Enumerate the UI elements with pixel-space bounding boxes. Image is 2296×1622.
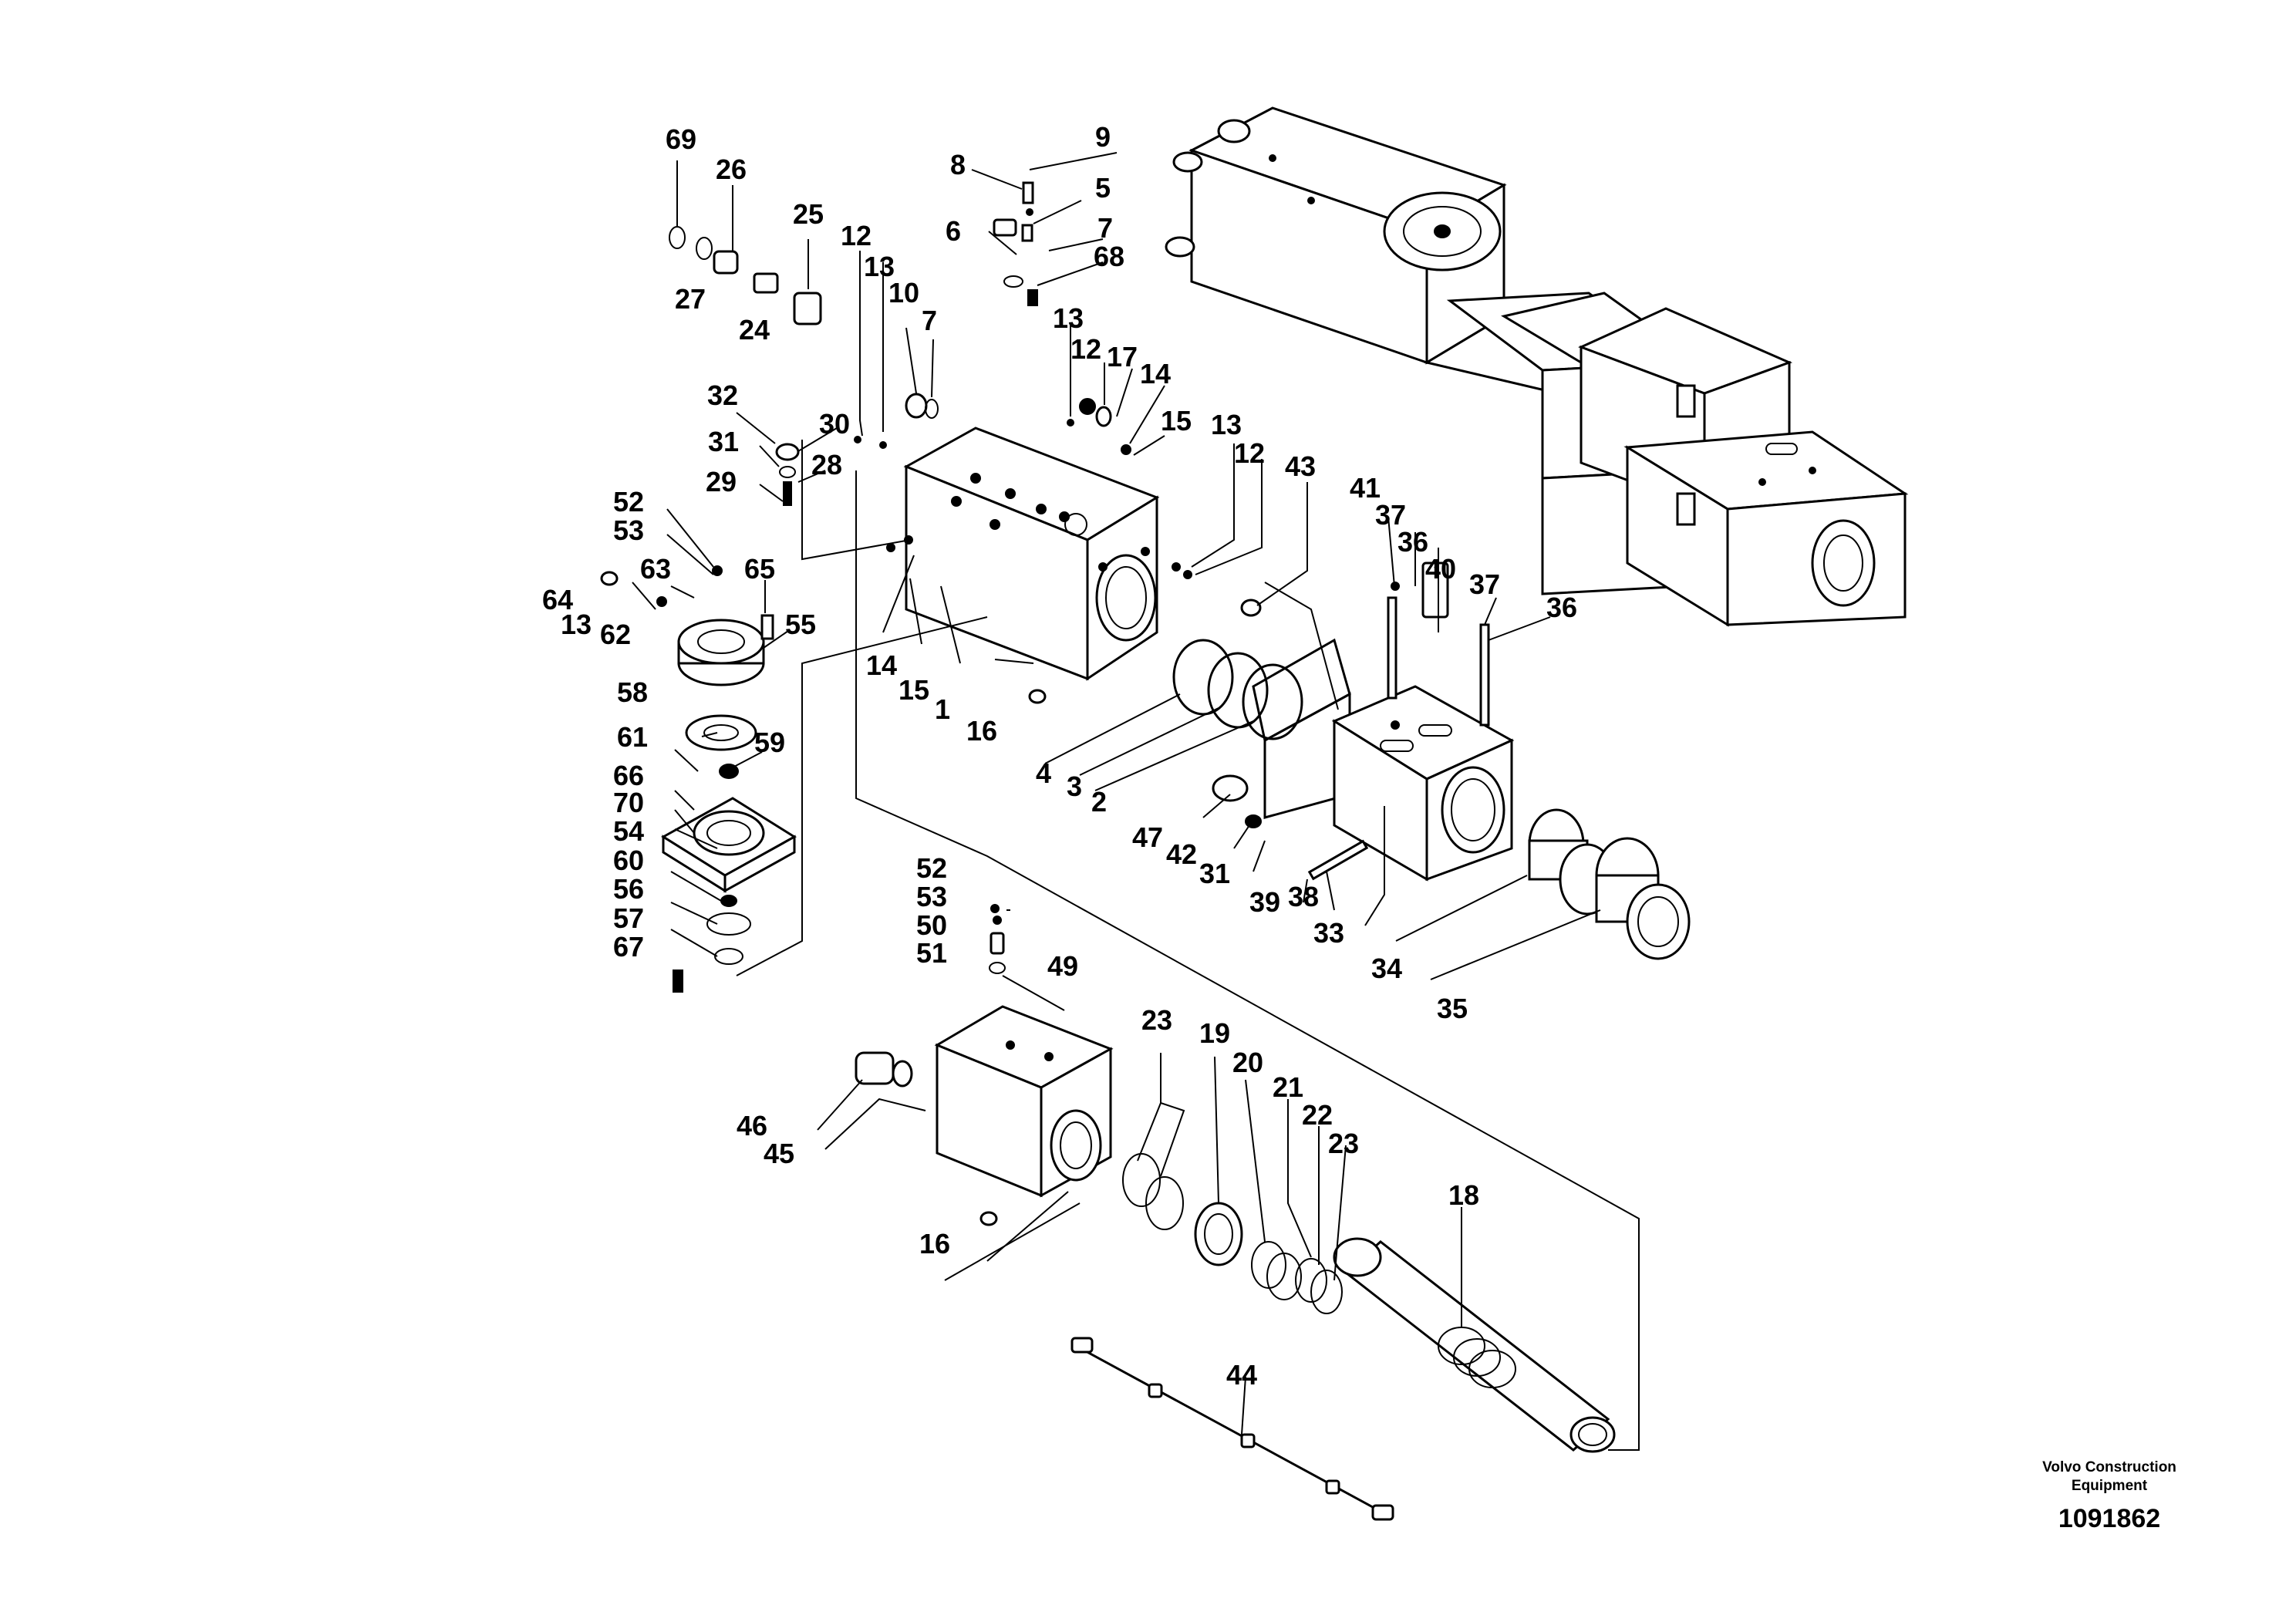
- part-label-7: 7: [922, 305, 937, 336]
- part-label-53b: 53: [916, 881, 947, 912]
- part-label-16: 16: [966, 715, 997, 747]
- part-label-23b: 23: [1328, 1128, 1359, 1159]
- part-label-63: 63: [640, 553, 671, 585]
- part-label-15: 15: [1161, 405, 1192, 437]
- part-label-4: 4: [1036, 757, 1051, 789]
- part-label-27: 27: [675, 283, 706, 315]
- part-label-25: 25: [793, 198, 824, 230]
- part-label-49: 49: [1047, 950, 1078, 982]
- part-label-42: 42: [1166, 838, 1197, 870]
- part-label-18: 18: [1448, 1179, 1479, 1211]
- part-label-16b: 16: [919, 1228, 950, 1259]
- part-label-54: 54: [613, 815, 644, 847]
- part-label-32: 32: [707, 379, 738, 411]
- part-label-26: 26: [716, 153, 747, 185]
- part-label-50: 50: [916, 909, 947, 941]
- part-label-1: 1: [935, 693, 950, 725]
- bushings-drawing: [1528, 808, 1691, 960]
- part-label-70: 70: [613, 787, 644, 818]
- part-label-38: 38: [1288, 881, 1319, 912]
- part-label-28: 28: [811, 449, 842, 481]
- part-label-14b: 14: [866, 649, 897, 681]
- part-label-60: 60: [613, 845, 644, 876]
- part-label-52b: 52: [916, 852, 947, 884]
- part-label-35: 35: [1437, 993, 1468, 1024]
- part-label-39: 39: [1249, 886, 1280, 918]
- part-label-22: 22: [1302, 1099, 1333, 1131]
- part-label-40: 40: [1425, 553, 1456, 585]
- part-label-31: 31: [708, 426, 739, 457]
- assembled-breaker-drawing: [1165, 106, 1909, 627]
- part-label-10: 10: [888, 277, 919, 309]
- part-label-12: 12: [841, 220, 872, 251]
- part-label-13b: 13: [1053, 302, 1084, 334]
- valve-body-drawing: [903, 427, 1160, 681]
- part-label-61: 61: [617, 721, 648, 753]
- part-label-36b: 36: [1546, 592, 1577, 623]
- part-label-34: 34: [1371, 953, 1402, 984]
- part-label-29: 29: [706, 466, 737, 497]
- part-label-36: 36: [1397, 526, 1428, 558]
- part-label-13d: 13: [561, 609, 592, 640]
- part-label-19: 19: [1199, 1017, 1230, 1049]
- part-label-43: 43: [1285, 450, 1316, 482]
- part-label-37b: 37: [1469, 568, 1500, 600]
- part-label-44: 44: [1226, 1359, 1257, 1391]
- lower-body-drawing: [855, 1005, 1114, 1198]
- part-label-53: 53: [613, 514, 644, 546]
- cover-assembly-drawing: [600, 565, 797, 993]
- small-parts-drawing: [669, 181, 1490, 1226]
- piston-and-seals-drawing: [1122, 1153, 1616, 1453]
- part-label-47: 47: [1132, 821, 1163, 853]
- part-label-6: 6: [946, 215, 961, 247]
- part-label-20: 20: [1232, 1047, 1263, 1078]
- part-label-51: 51: [916, 937, 947, 969]
- part-label-45: 45: [764, 1138, 794, 1169]
- drawing-number: 1091862: [2058, 1504, 2161, 1533]
- part-label-41: 41: [1350, 472, 1381, 504]
- part-label-65: 65: [744, 553, 775, 585]
- part-label-17: 17: [1107, 341, 1138, 373]
- part-label-33: 33: [1313, 917, 1344, 949]
- part-label-12c: 12: [1234, 437, 1265, 469]
- part-label-21: 21: [1273, 1071, 1303, 1103]
- part-label-64: 64: [542, 584, 573, 615]
- part-label-59: 59: [754, 727, 785, 758]
- part-label-56: 56: [613, 873, 644, 905]
- part-label-24: 24: [739, 314, 770, 346]
- cylinder-bracket-drawing: [1212, 561, 1515, 882]
- part-label-66: 66: [613, 760, 644, 791]
- part-label-58: 58: [617, 676, 648, 708]
- part-label-46: 46: [737, 1110, 767, 1141]
- credit-line-2: Equipment: [2071, 1478, 2148, 1494]
- part-label-3: 3: [1067, 771, 1082, 802]
- part-label-57: 57: [613, 902, 644, 934]
- part-label-12b: 12: [1070, 333, 1101, 365]
- part-label-9: 9: [1095, 121, 1111, 153]
- part-label-68: 68: [1094, 241, 1124, 272]
- part-label-13: 13: [864, 251, 895, 282]
- part-label-52: 52: [613, 486, 644, 518]
- part-label-8: 8: [950, 149, 966, 180]
- rod-assembly-drawing: [1070, 1337, 1394, 1521]
- part-label-13c: 13: [1211, 409, 1242, 440]
- part-label-5: 5: [1095, 172, 1111, 204]
- part-label-55: 55: [785, 609, 816, 640]
- part-label-30: 30: [819, 408, 850, 440]
- publisher-credit: Volvo Construction Equipment 1091862: [1994, 1458, 2225, 1534]
- credit-line-1: Volvo Construction: [2042, 1459, 2176, 1475]
- part-label-31b: 31: [1199, 858, 1230, 889]
- part-label-14: 14: [1140, 358, 1171, 389]
- part-label-37: 37: [1375, 499, 1406, 531]
- part-label-7b: 7: [1097, 212, 1113, 244]
- part-label-2: 2: [1091, 786, 1107, 818]
- part-label-62: 62: [600, 619, 631, 650]
- part-number-labels: 69 26 25 12 13 10 7 8 9 5 6 7 68 27 24 1…: [542, 121, 1577, 1391]
- leader-lines: [666, 152, 1640, 1451]
- part-label-67: 67: [613, 931, 644, 963]
- part-label-23: 23: [1141, 1004, 1172, 1036]
- part-label-69: 69: [666, 123, 696, 155]
- part-label-15b: 15: [899, 674, 929, 706]
